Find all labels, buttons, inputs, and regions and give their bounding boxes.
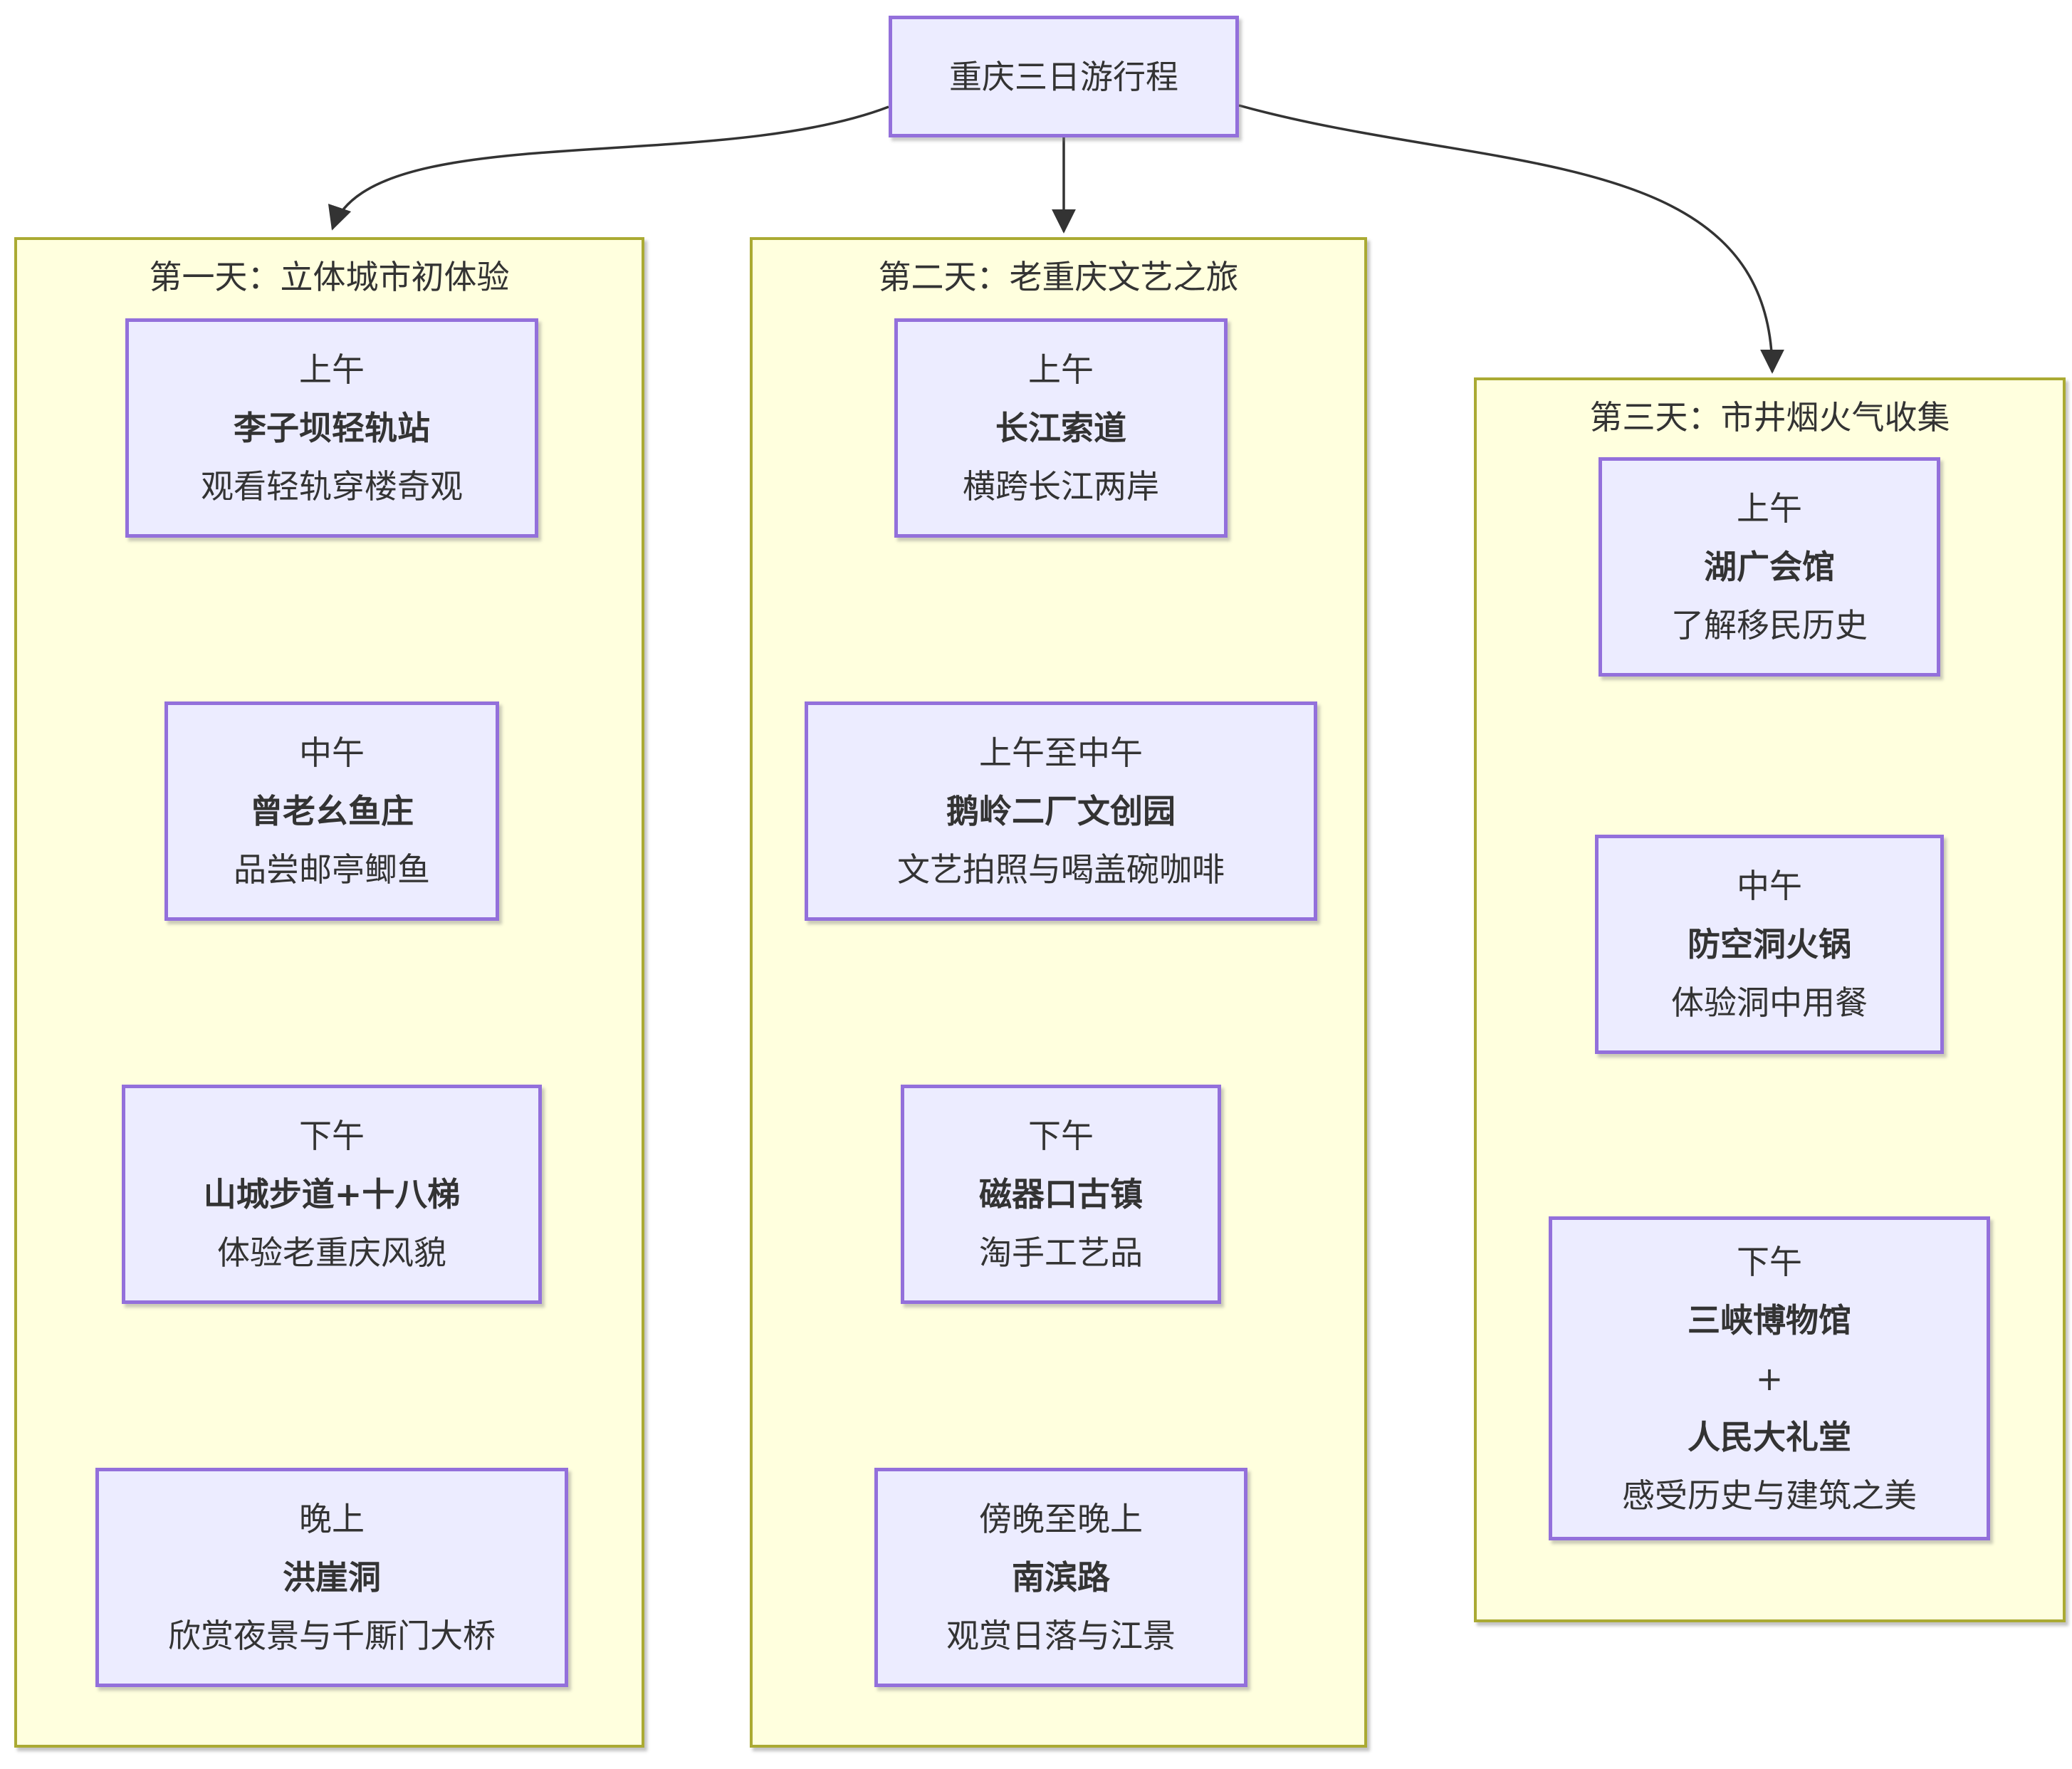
node-time: 上午 bbox=[1737, 489, 1802, 528]
node-place: 曾老幺鱼庄 bbox=[250, 792, 414, 830]
node-desc: 观赏日落与江景 bbox=[946, 1617, 1176, 1655]
cluster-day1-title: 第一天：立体城市初体验 bbox=[149, 258, 510, 296]
root-node-label: 重庆三日游行程 bbox=[949, 57, 1178, 96]
node-place: 磁器口古镇 bbox=[979, 1175, 1143, 1214]
node-day3-afternoon: 下午 三峡博物馆 + 人民大礼堂 感受历史与建筑之美 bbox=[1549, 1216, 1990, 1540]
node-desc: 观看轻轨穿楼奇观 bbox=[201, 467, 463, 506]
node-desc: 淘手工艺品 bbox=[979, 1233, 1143, 1272]
root-node-itinerary: 重庆三日游行程 bbox=[889, 16, 1239, 137]
node-time: 中午 bbox=[1737, 867, 1802, 905]
node-place: 湖广会馆 bbox=[1704, 548, 1835, 586]
node-day2-morning-to-noon: 上午至中午 鹅岭二厂文创园 文艺拍照与喝盖碗咖啡 bbox=[805, 701, 1317, 921]
node-day1-morning: 上午 李子坝轻轨站 观看轻轨穿楼奇观 bbox=[125, 318, 538, 538]
edge-root-to-day1 bbox=[328, 105, 889, 231]
node-place: 山城步道+十八梯 bbox=[203, 1175, 461, 1214]
edge-root-to-day3 bbox=[1238, 104, 1784, 374]
node-time: 中午 bbox=[299, 734, 365, 772]
node-time: 上午 bbox=[1028, 350, 1094, 389]
node-place: 南滨路 bbox=[1012, 1558, 1110, 1597]
node-day1-noon: 中午 曾老幺鱼庄 品尝邮亭鲫鱼 bbox=[164, 701, 499, 921]
node-place: 洪崖洞 bbox=[283, 1558, 381, 1597]
node-time: 下午 bbox=[1028, 1117, 1094, 1155]
node-time: 傍晚至晚上 bbox=[979, 1500, 1143, 1538]
node-place: 长江索道 bbox=[995, 409, 1126, 447]
node-desc: 文艺拍照与喝盖碗咖啡 bbox=[897, 850, 1225, 889]
node-place: 鹅岭二厂文创园 bbox=[946, 792, 1176, 830]
node-time: 上午至中午 bbox=[979, 734, 1143, 772]
cluster-day2-title: 第二天：老重庆文艺之旅 bbox=[878, 258, 1239, 296]
node-place2: 人民大礼堂 bbox=[1688, 1417, 1851, 1456]
node-day1-afternoon: 下午 山城步道+十八梯 体验老重庆风貌 bbox=[122, 1085, 542, 1304]
node-day2-dusk-evening: 傍晚至晚上 南滨路 观赏日落与江景 bbox=[874, 1468, 1247, 1687]
node-desc: 欣赏夜景与千厮门大桥 bbox=[168, 1617, 496, 1655]
node-desc: 品尝邮亭鲫鱼 bbox=[234, 850, 430, 889]
node-day3-noon: 中午 防空洞火锅 体验洞中用餐 bbox=[1595, 835, 1944, 1054]
node-day3-morning: 上午 湖广会馆 了解移民历史 bbox=[1599, 457, 1940, 677]
node-time: 上午 bbox=[299, 350, 365, 389]
node-plus: + bbox=[1755, 1359, 1784, 1398]
node-desc: 感受历史与建筑之美 bbox=[1622, 1476, 1917, 1515]
node-day2-afternoon: 下午 磁器口古镇 淘手工艺品 bbox=[901, 1085, 1221, 1304]
node-day2-morning: 上午 长江索道 横跨长江两岸 bbox=[894, 318, 1228, 538]
node-day1-evening: 晚上 洪崖洞 欣赏夜景与千厮门大桥 bbox=[95, 1468, 568, 1687]
node-desc: 了解移民历史 bbox=[1671, 606, 1868, 645]
node-desc: 横跨长江两岸 bbox=[963, 467, 1159, 506]
node-place: 李子坝轻轨站 bbox=[234, 409, 430, 447]
node-time: 晚上 bbox=[299, 1500, 365, 1538]
node-desc: 体验老重庆风貌 bbox=[217, 1233, 446, 1272]
node-place: 三峡博物馆 bbox=[1688, 1300, 1851, 1340]
node-desc: 体验洞中用餐 bbox=[1671, 983, 1868, 1022]
node-place: 防空洞火锅 bbox=[1688, 925, 1851, 964]
node-time: 下午 bbox=[299, 1117, 365, 1155]
cluster-day3-title: 第三天：市井烟火气收集 bbox=[1589, 398, 1950, 437]
node-time: 下午 bbox=[1737, 1242, 1802, 1281]
